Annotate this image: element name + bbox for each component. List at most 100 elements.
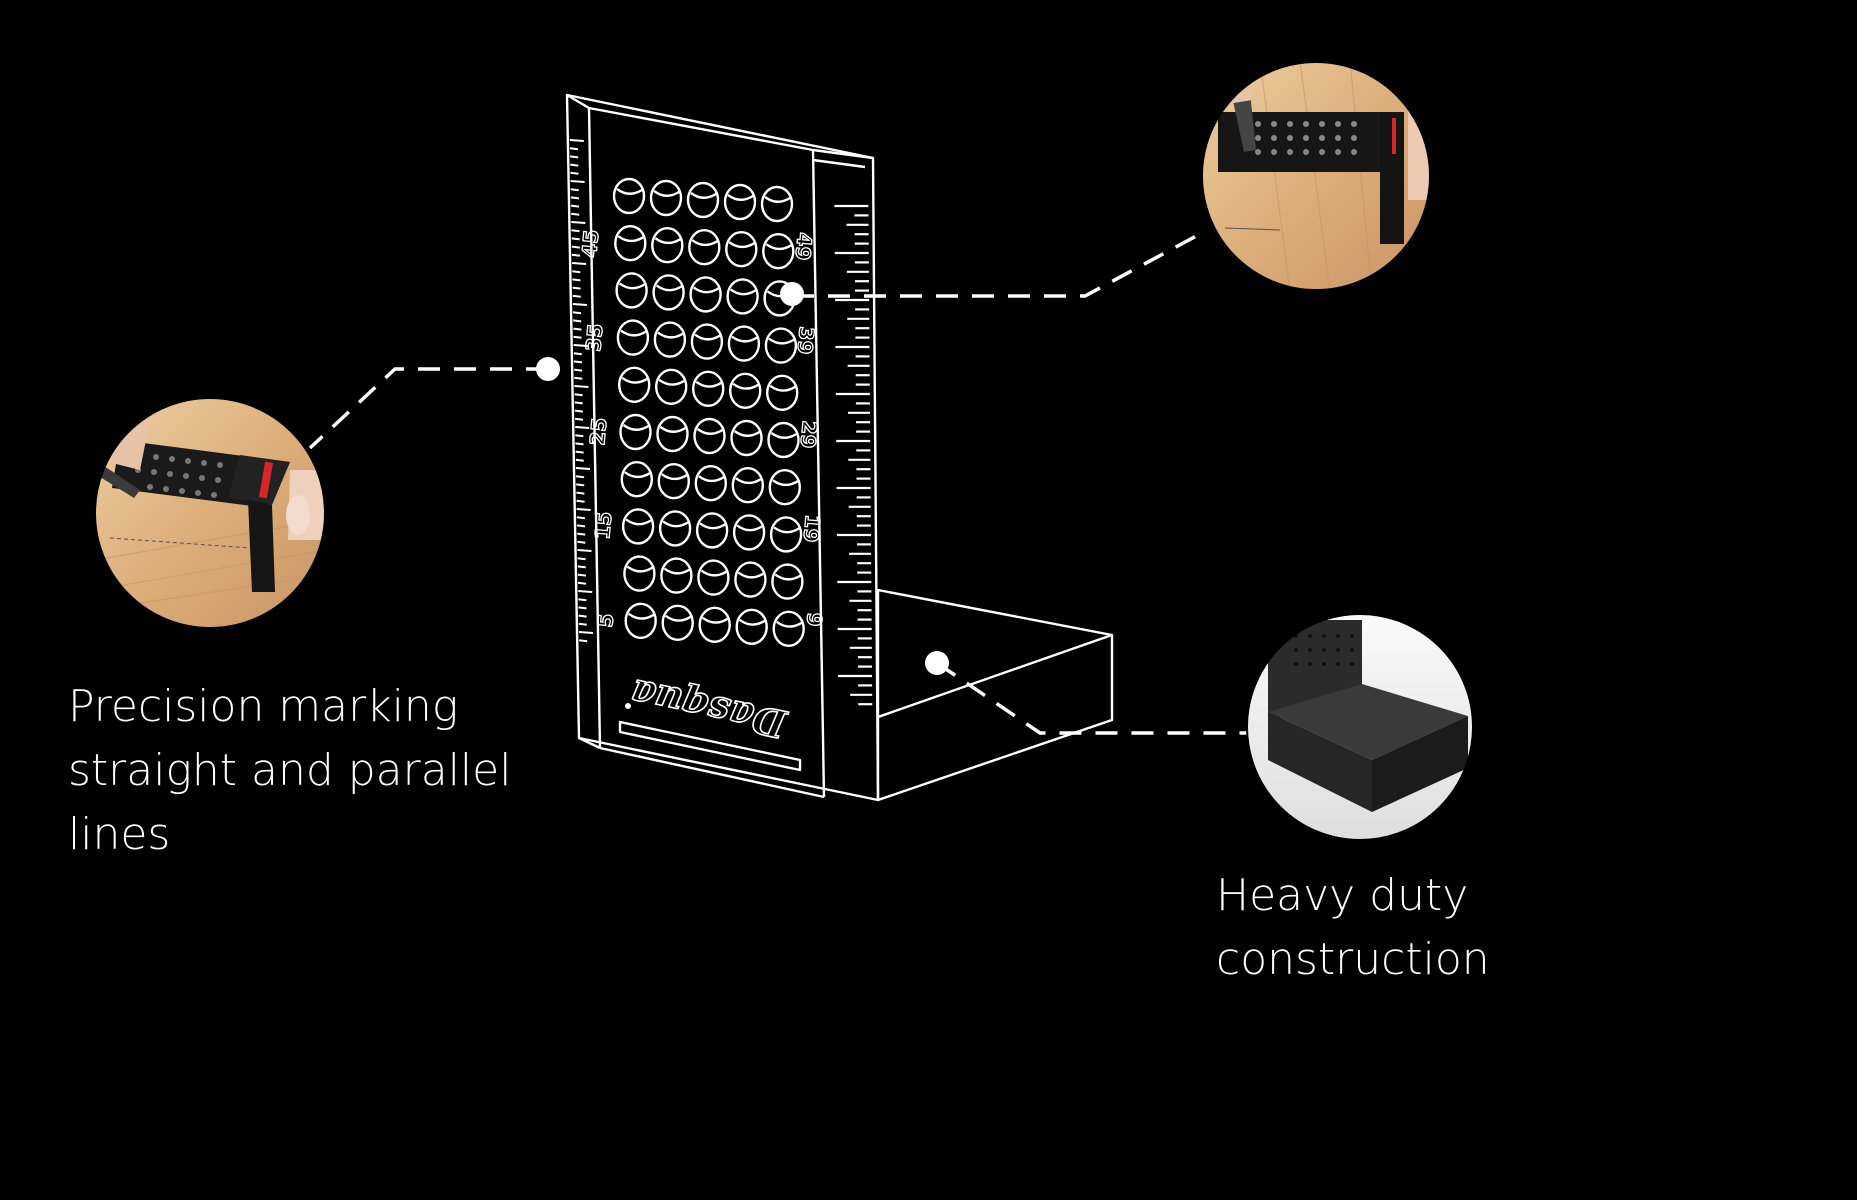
- marking-hole: [690, 323, 724, 360]
- marking-hole-inner: [732, 382, 759, 390]
- left-tick: [576, 483, 585, 487]
- marking-hole: [760, 185, 794, 223]
- left-tick: [573, 352, 582, 356]
- marking-hole: [768, 469, 801, 506]
- marking-hole-inner: [768, 337, 795, 345]
- left-scale-ticks: [569, 139, 594, 643]
- caption-right-line-2: construction: [1216, 934, 1490, 985]
- callout-lines: [308, 232, 1250, 735]
- left-tick: [571, 229, 580, 233]
- callout-dot-top-right: [780, 282, 804, 306]
- photo-precision-marking-frame: [94, 397, 326, 629]
- marking-hole-inner: [738, 618, 766, 626]
- marking-hole-inner: [692, 286, 720, 294]
- marking-hole-inner: [698, 475, 725, 483]
- left-tick: [577, 573, 587, 577]
- callout-line-left: [308, 367, 548, 450]
- left-tick: [570, 180, 585, 183]
- left-tick: [572, 270, 581, 274]
- marking-hole-inner: [616, 188, 643, 195]
- left-tick: [571, 245, 580, 249]
- photo-heavy-duty-frame: [1246, 613, 1474, 841]
- marking-hole: [623, 555, 656, 592]
- marking-hole-inner: [699, 522, 726, 530]
- photo-marking-closeup: [1202, 62, 1430, 290]
- marking-hole-inner: [774, 573, 802, 581]
- square-tool-outline: [565, 93, 1114, 802]
- left-tick: [571, 237, 580, 241]
- left-tick: [570, 196, 580, 200]
- left-tick: [573, 319, 582, 323]
- callout-dot-left: [536, 357, 560, 381]
- left-tick: [575, 467, 591, 470]
- scale-label-right-2: 29: [796, 420, 822, 450]
- marking-hole: [764, 327, 798, 364]
- marking-hole: [656, 415, 689, 453]
- left-tick: [574, 376, 583, 380]
- left-tick: [578, 606, 587, 610]
- marking-hole-grid: [612, 177, 805, 647]
- caption-left-line-1: Precision marking: [68, 681, 459, 732]
- marking-hole-inner: [662, 520, 689, 528]
- left-tick: [571, 253, 581, 257]
- left-tick: [574, 401, 583, 405]
- marking-hole-inner: [727, 194, 754, 201]
- left-tick: [575, 434, 584, 438]
- marking-hole-inner: [655, 284, 683, 292]
- marking-hole-inner: [627, 612, 655, 620]
- marking-hole: [651, 226, 684, 264]
- marking-hole: [652, 274, 685, 311]
- photo-heavy-duty: [1247, 614, 1473, 840]
- left-tick: [578, 622, 587, 626]
- left-tick: [574, 393, 583, 397]
- marking-hole-inner: [618, 282, 646, 290]
- left-tick: [578, 614, 587, 618]
- scale-label-right-0: 49: [791, 232, 817, 262]
- marking-hole: [731, 467, 764, 504]
- marking-hole: [693, 417, 726, 455]
- left-tick: [573, 344, 588, 347]
- marking-hole: [653, 321, 687, 358]
- left-tick: [569, 147, 579, 151]
- marking-hole: [686, 181, 720, 219]
- brand-engraving: Dasqua: [626, 670, 791, 747]
- left-tick: [577, 581, 587, 585]
- marking-hole: [772, 610, 805, 647]
- marking-hole: [725, 230, 758, 268]
- scale-label-right-3: 19: [799, 514, 825, 544]
- marking-hole-inner: [653, 190, 680, 197]
- left-tick: [573, 368, 583, 372]
- left-tick: [577, 557, 586, 561]
- marking-hole-inner: [621, 376, 648, 384]
- marking-hole: [619, 413, 652, 451]
- left-tick: [576, 491, 585, 495]
- left-tick: [577, 540, 586, 544]
- marking-hole: [732, 514, 766, 551]
- marking-hole-inner: [765, 243, 792, 251]
- marking-hole-inner: [696, 428, 724, 435]
- marking-hole: [649, 179, 683, 217]
- left-tick: [569, 139, 584, 142]
- left-tick: [579, 639, 588, 643]
- photo-precision-marking: [95, 398, 325, 628]
- marking-hole: [616, 319, 650, 356]
- right-scale-ticks: [834, 204, 873, 706]
- caption-heavy-duty: Heavy duty construction: [1216, 864, 1556, 992]
- marking-hole-inner: [661, 473, 688, 481]
- marking-hole: [688, 228, 721, 266]
- marking-hole: [723, 183, 757, 221]
- scale-label-right-1: 39: [793, 326, 819, 356]
- marking-hole-inner: [701, 616, 729, 624]
- marking-hole: [698, 606, 731, 643]
- left-tick: [572, 311, 582, 315]
- left-tick: [571, 221, 586, 224]
- left-tick: [571, 212, 580, 216]
- marking-hole: [762, 232, 795, 270]
- left-tick: [576, 508, 591, 511]
- caption-left-line-3: lines: [68, 809, 171, 860]
- caption-left-line-2: straight and parallel: [68, 745, 512, 796]
- marking-hole-inner: [690, 192, 717, 199]
- marking-hole-inner: [736, 524, 763, 532]
- left-tick: [575, 442, 584, 446]
- product-illustration: 45 35 25 15 5 49 39 29 19 9 Dasqua: [94, 61, 1474, 841]
